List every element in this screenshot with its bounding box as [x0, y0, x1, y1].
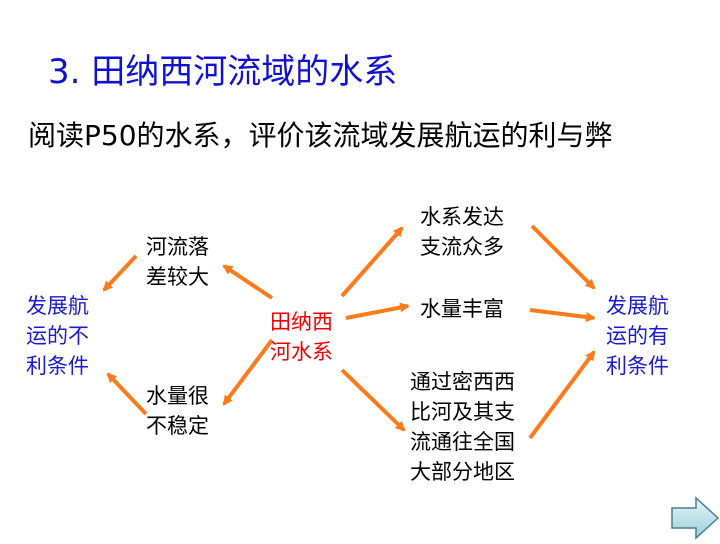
page-title: 3. 田纳西河流域的水系	[48, 52, 398, 92]
page-subtitle: 阅读P50的水系，评价该流域发展航运的利与弊	[28, 119, 613, 152]
left-bottom-line-2: 不稳定	[146, 414, 209, 438]
next-arrow-icon	[671, 496, 720, 540]
right-outcome-line-2: 运的有	[606, 324, 669, 348]
arrow-right-bottom-to-outcome	[528, 350, 596, 440]
left-bottom-node: 水量很 不稳定	[146, 381, 209, 441]
left-outcome-line-1: 发展航	[26, 294, 89, 318]
center-line-1: 田纳西	[270, 310, 333, 334]
right-outcome-line-1: 发展航	[606, 294, 669, 318]
left-top-line-2: 差较大	[146, 265, 209, 289]
arrow-right-top-to-outcome	[530, 224, 596, 290]
left-outcome-node: 发展航 运的不 利条件	[26, 291, 89, 381]
right-mid-line-1: 水量丰富	[420, 297, 504, 321]
arrow-center-to-left-top	[222, 264, 274, 300]
arrow-center-to-right-bottom	[340, 368, 406, 432]
arrow-center-to-right-top	[340, 226, 404, 298]
center-line-2: 河水系	[270, 340, 333, 364]
right-bottom-line-2: 比河及其支	[410, 400, 515, 424]
arrow-left-bottom-to-outcome	[106, 372, 148, 416]
left-outcome-line-2: 运的不	[26, 324, 89, 348]
left-top-node: 河流落 差较大	[146, 232, 209, 292]
right-bottom-line-4: 大部分地区	[410, 460, 515, 484]
left-outcome-line-3: 利条件	[26, 354, 89, 378]
right-bottom-line-3: 流通往全国	[410, 430, 515, 454]
right-top-line-2: 支流众多	[420, 235, 504, 259]
center-node: 田纳西 河水系	[270, 307, 333, 367]
right-outcome-node: 发展航 运的有 利条件	[606, 291, 669, 381]
arrow-right-mid-to-outcome	[529, 308, 596, 322]
right-bottom-node: 通过密西西 比河及其支 流通往全国 大部分地区	[410, 367, 515, 487]
right-outcome-line-3: 利条件	[606, 354, 669, 378]
arrow-center-to-right-mid	[345, 302, 410, 320]
right-top-node: 水系发达 支流众多	[420, 202, 504, 262]
left-top-line-1: 河流落	[146, 235, 209, 259]
next-slide-button[interactable]	[670, 496, 720, 540]
right-mid-node: 水量丰富	[420, 294, 504, 324]
right-top-line-1: 水系发达	[420, 205, 504, 229]
arrow-center-to-left-bottom	[222, 338, 274, 406]
right-bottom-line-1: 通过密西西	[410, 370, 515, 394]
arrow-left-top-to-outcome	[102, 254, 138, 292]
left-bottom-line-1: 水量很	[146, 384, 209, 408]
